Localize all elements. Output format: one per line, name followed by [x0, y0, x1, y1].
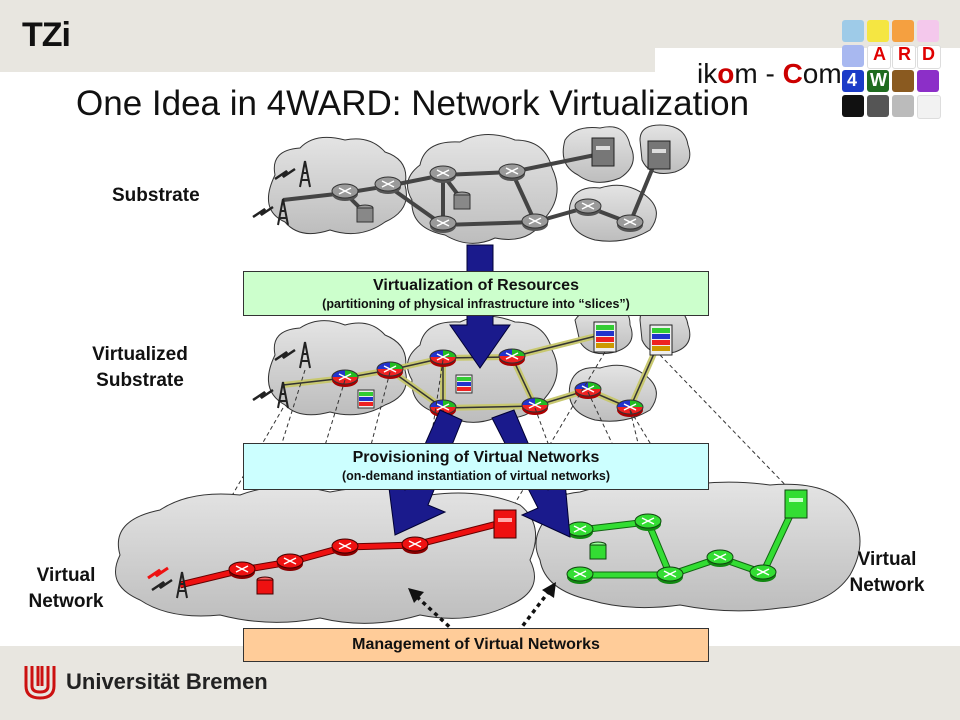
virtualization-title: Virtualization of Resources: [373, 277, 579, 294]
ikom-mid: m -: [734, 58, 783, 89]
logo-cell: [867, 45, 891, 69]
ikom-suffix: om: [802, 58, 842, 89]
4ward-logo: A R D 4 W: [842, 20, 941, 120]
logo-cell: [892, 45, 916, 69]
green-virtual-network: [566, 489, 808, 585]
provisioning-subtitle: (on-demand instantiation of virtual netw…: [341, 469, 611, 483]
logo-cell: [867, 95, 889, 117]
virtualized-label-line2: Substrate: [96, 369, 184, 391]
logo-cell: [892, 95, 914, 117]
tzi-logo: TZi: [22, 16, 71, 54]
management-box: Management of Virtual Networks: [243, 628, 709, 662]
logo-cell: [842, 45, 864, 67]
red-virtual-network: [147, 509, 517, 600]
ikom-prefix: ik: [697, 58, 718, 89]
logo-letter: W: [870, 70, 887, 90]
university-seal-icon: [24, 666, 56, 700]
substrate-label: Substrate: [112, 185, 200, 206]
virtual-network-left-line2: Network: [28, 590, 104, 612]
logo-cell: [842, 20, 864, 42]
virtualization-subtitle: (partitioning of physical infrastructure…: [322, 297, 630, 311]
virtual-network-left-line1: Virtual: [36, 565, 96, 586]
logo-cell: [917, 20, 939, 42]
logo-letter: D: [922, 44, 935, 64]
logo-cell: [867, 20, 889, 42]
logo-cell: [917, 45, 941, 69]
virtualized-servers: [357, 321, 673, 409]
virtual-network-right-label: Virtual Network: [833, 547, 941, 598]
management-arrowheads: [408, 582, 556, 603]
provisioning-title: Provisioning of Virtual Networks: [352, 449, 600, 466]
ikom-o: o: [717, 58, 735, 89]
virtualized-label-line1: Virtualized: [92, 344, 188, 365]
logo-cell: [892, 70, 914, 92]
management-arrows: [413, 588, 552, 634]
logo-cell: [917, 95, 941, 119]
virtual-network-left-label: Virtual Network: [14, 563, 118, 614]
virtualization-box: Virtualization of Resources (partitionin…: [243, 271, 709, 316]
ikom-c: C: [782, 58, 803, 89]
logo-cell: [917, 70, 939, 92]
virtualized-substrate-label: Virtualized Substrate: [76, 342, 204, 393]
virtual-network-clouds: [115, 481, 861, 624]
provisioning-box: Provisioning of Virtual Networks (on-dem…: [243, 443, 709, 490]
logo-letter: 4: [847, 70, 858, 90]
logo-cell: [892, 20, 914, 42]
slide-title: One Idea in 4WARD: Network Virtualizatio…: [76, 84, 750, 123]
logo-cell: [842, 95, 864, 117]
ikom-logo-text: ikom - Com: [697, 58, 842, 90]
university-logo: Universität Bremen: [22, 662, 268, 702]
management-title: Management of Virtual Networks: [352, 636, 600, 653]
virtual-network-right-line2: Network: [849, 574, 925, 596]
substrate-servers: [356, 137, 671, 223]
university-name: Universität Bremen: [66, 669, 268, 694]
logo-letter: A: [873, 44, 886, 64]
logo-cell: [867, 70, 889, 92]
logo-cell: [842, 70, 864, 92]
virtual-network-right-line1: Virtual: [857, 549, 917, 570]
logo-letter: R: [898, 44, 911, 64]
